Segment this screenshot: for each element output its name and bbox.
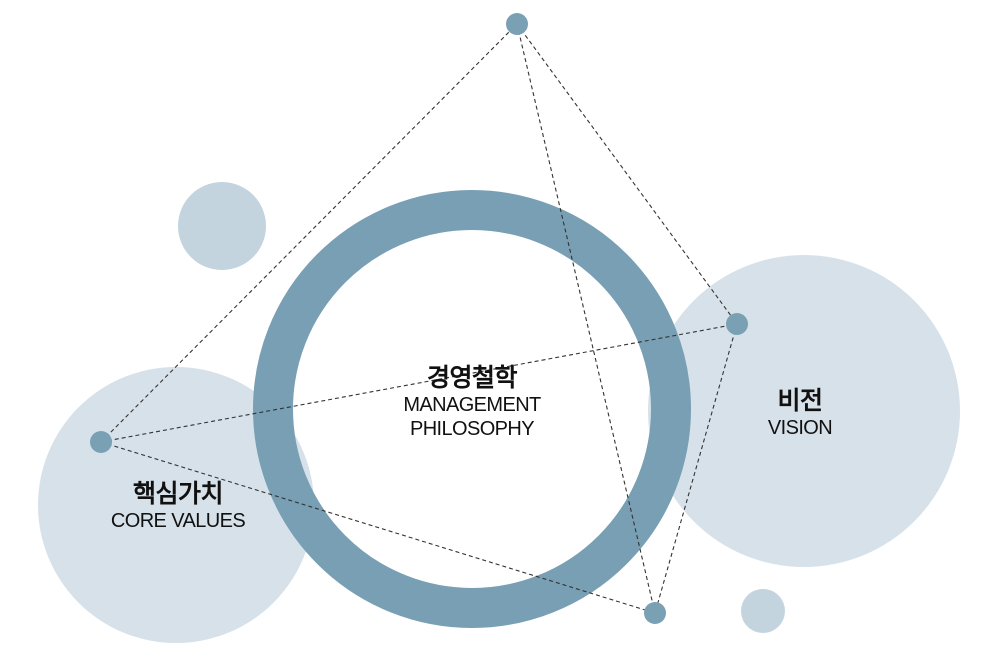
management-philosophy-label: 경영철학 MANAGEMENT PHILOSOPHY: [322, 363, 622, 441]
node-vision: [726, 313, 748, 335]
node-core-values: [90, 431, 112, 453]
connector-line-top-bottom: [516, 23, 656, 614]
node-top: [506, 13, 528, 35]
vision-title-ko: 비전: [777, 386, 823, 415]
core-values-title-en: CORE VALUES: [110, 510, 246, 532]
connector-line-core-top: [100, 23, 518, 443]
philosophy-ring: [253, 190, 691, 628]
vision-title-en: VISION: [767, 417, 833, 439]
connector-lines: [100, 23, 738, 614]
management-philosophy-title-ko: 경영철학: [426, 363, 518, 392]
vision-circle: [648, 255, 960, 567]
core-values-title-ko: 핵심가치: [132, 479, 224, 508]
connector-line-vision-bottom: [654, 323, 738, 614]
vision-label: 비전 VISION: [720, 386, 880, 440]
decorative-circle-bottom-right: [741, 589, 785, 633]
core-values-label: 핵심가치 CORE VALUES: [78, 479, 278, 533]
node-bottom: [644, 602, 666, 624]
connector-line-core-bottom: [100, 441, 656, 614]
management-philosophy-title-en-line2: PHILOSOPHY: [409, 418, 535, 440]
decorative-circle-top-left: [178, 182, 266, 270]
connector-line-top-vision: [516, 23, 738, 325]
connector-line-core-vision: [100, 323, 738, 443]
management-philosophy-title-en-line1: MANAGEMENT: [403, 394, 541, 416]
